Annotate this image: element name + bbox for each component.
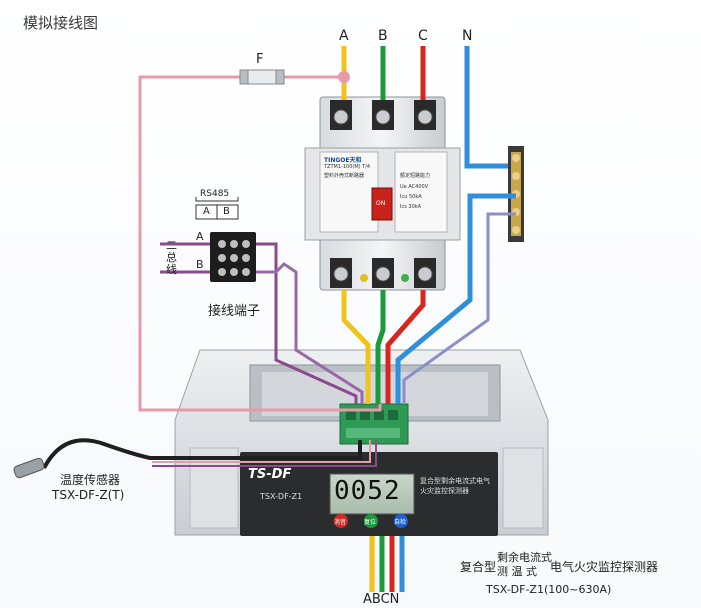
silence-button[interactable] bbox=[334, 514, 348, 528]
sensor-name: 温度传感器 bbox=[60, 473, 121, 487]
fuse-junction bbox=[338, 71, 350, 83]
selftest-button[interactable] bbox=[394, 514, 408, 528]
breaker-name: 塑料外壳式断路器 bbox=[324, 173, 365, 179]
fuse bbox=[239, 69, 285, 85]
bus-line-a: A bbox=[196, 230, 204, 243]
sensor-model: TSX-DF-Z(T) bbox=[52, 488, 125, 502]
product-bottom: 测 温 式 bbox=[497, 565, 537, 578]
terminal-block bbox=[210, 232, 256, 282]
wire-neutral-in bbox=[464, 46, 508, 169]
bus-line-label: 二总线 bbox=[166, 239, 177, 276]
breaker-rating-row-2: Icu 50kA bbox=[400, 194, 422, 200]
product-top: 剩余电流式 bbox=[497, 551, 552, 564]
fuse-label: F bbox=[256, 52, 264, 67]
terminal-label: 接线端子 bbox=[208, 304, 261, 319]
wire-phase-b-out bbox=[375, 290, 386, 404]
wire-neutral-aux bbox=[402, 212, 516, 404]
btn-label-reset: 复位 bbox=[364, 519, 377, 526]
diagram-title: 模拟接线图 bbox=[23, 14, 99, 32]
lcd-value: 0052 bbox=[334, 476, 401, 506]
wire-phase-a-out bbox=[341, 290, 371, 404]
rs485-title: RS485 bbox=[200, 189, 230, 199]
wire-phase-c-out bbox=[385, 290, 426, 404]
breaker-rating-row-3: Ics 30kA bbox=[400, 204, 422, 210]
circuit-breaker bbox=[304, 96, 461, 291]
sensor-cable bbox=[42, 438, 362, 469]
wire-bus-b-out bbox=[255, 262, 364, 404]
breaker-on: ON bbox=[376, 200, 386, 207]
rs485-b: B bbox=[223, 206, 230, 217]
wire-bus-a-out bbox=[255, 242, 358, 404]
rs485-a: A bbox=[203, 206, 210, 217]
phase-a-label: A bbox=[339, 28, 349, 44]
phase-c-label: C bbox=[418, 28, 428, 44]
breaker-rating-title: 额定短路能力 bbox=[400, 173, 431, 179]
wire-neutral-out bbox=[395, 193, 516, 404]
btn-label-selftest: 自检 bbox=[394, 519, 407, 526]
product-model: TSX-DF-Z1(100~630A) bbox=[486, 583, 612, 596]
rs485-box bbox=[195, 197, 239, 220]
wire-fuse-loop bbox=[138, 75, 382, 412]
breaker-rating-row-1: Ue AC400V bbox=[400, 184, 429, 190]
reset-button[interactable] bbox=[364, 514, 378, 528]
product-suffix: 电气火灾监控探测器 bbox=[550, 560, 659, 574]
product-prefix: 复合型 bbox=[460, 560, 497, 574]
temperature-sensor-probe bbox=[13, 457, 45, 479]
phase-b-label: B bbox=[378, 28, 388, 44]
bus-line-b: B bbox=[196, 258, 204, 271]
device-brand: TS-DF bbox=[248, 467, 292, 482]
lcd-display bbox=[329, 473, 415, 515]
neutral-label: N bbox=[462, 28, 473, 44]
breaker-model: TZTM1-100(M) T/4 bbox=[324, 164, 371, 170]
btn-label-silence: 消音 bbox=[334, 519, 347, 526]
device-model: TSX-DF-Z1 bbox=[260, 492, 303, 501]
device-desc: 复合型剩余电流式电气火灾监控探测器 bbox=[420, 477, 490, 495]
abcn-label: ABCN bbox=[363, 592, 400, 607]
breaker-brand: TINGOE天和 bbox=[324, 157, 362, 164]
